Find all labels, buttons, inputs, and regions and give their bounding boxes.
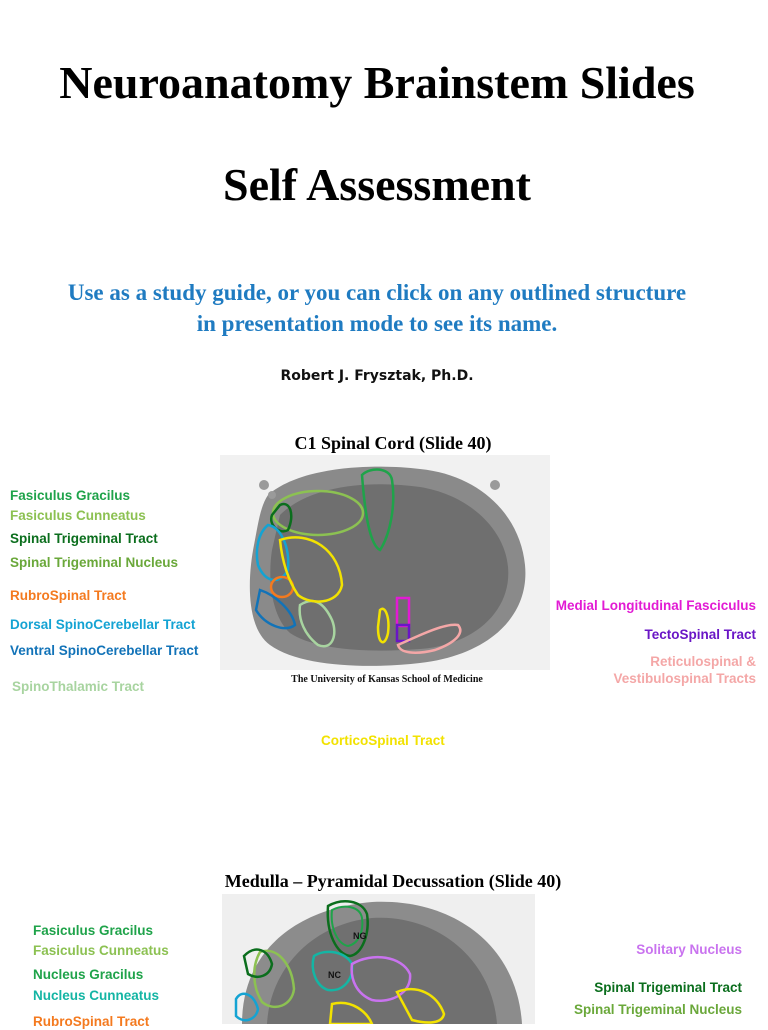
page-subtitle: Self Assessment (223, 159, 531, 210)
page-title: Neuroanatomy Brainstem Slides (59, 57, 695, 108)
label2-fasiculus-cunneatus: Fasiculus Cunneatus (33, 943, 169, 958)
instructions-text: Use as a study guide, or you can click o… (67, 280, 687, 336)
label-tectospinal-tract: TectoSpinal Tract (644, 627, 756, 642)
label-reticulospinal: Reticulospinal & (650, 654, 756, 669)
label-medial-longitudinal-fasciculus: Medial Longitudinal Fasciculus (555, 598, 756, 613)
c1-section-drawing (220, 455, 550, 670)
label-rubrospinal-tract: RubroSpinal Tract (10, 588, 127, 603)
medulla-decussation-image: NG NC (222, 894, 535, 1024)
ng-marker: NG (353, 931, 367, 941)
label-vestibulospinal-tracts: Vestibulospinal Tracts (613, 671, 756, 686)
slide1-title: C1 Spinal Cord (Slide 40) (294, 433, 492, 453)
nc-marker: NC (328, 970, 341, 980)
author-name: Robert J. Frysztak, Ph.D. (280, 368, 474, 384)
label-ventral-spinocerebellar-tract: Ventral SpinoCerebellar Tract (10, 643, 199, 658)
label2-nucleus-gracilus: Nucleus Gracilus (33, 967, 144, 982)
label-corticospinal-tract: CorticoSpinal Tract (321, 733, 445, 748)
label-fasiculus-gracilus: Fasiculus Gracilus (10, 488, 131, 503)
label-spinal-trigeminal-tract: Spinal Trigeminal Tract (10, 531, 158, 546)
label2-rubrospinal-tract: RubroSpinal Tract (33, 1014, 150, 1029)
label2-spinal-trigeminal-nucleus: Spinal Trigeminal Nucleus (573, 1002, 742, 1017)
label2-solitary-nucleus: Solitary Nucleus (636, 942, 742, 957)
label-spinothalamic-tract: SpinoThalamic Tract (12, 679, 145, 694)
label-dorsal-spinocerebellar-tract: Dorsal SpinoCerebellar Tract (10, 617, 196, 632)
label2-spinal-trigeminal-tract: Spinal Trigeminal Tract (594, 980, 742, 995)
label-fasiculus-cunneatus: Fasiculus Cunneatus (10, 508, 146, 523)
medulla-section-drawing: NG NC (222, 894, 535, 1024)
c1-spinal-cord-image (220, 455, 550, 670)
slide2-title: Medulla – Pyramidal Decussation (Slide 4… (224, 871, 562, 891)
label-spinal-trigeminal-nucleus: Spinal Trigeminal Nucleus (10, 555, 179, 570)
label2-fasiculus-gracilus: Fasiculus Gracilus (33, 923, 154, 938)
image-caption: The University of Kansas School of Medic… (291, 674, 483, 685)
label2-nucleus-cunneatus: Nucleus Cunneatus (33, 988, 160, 1003)
